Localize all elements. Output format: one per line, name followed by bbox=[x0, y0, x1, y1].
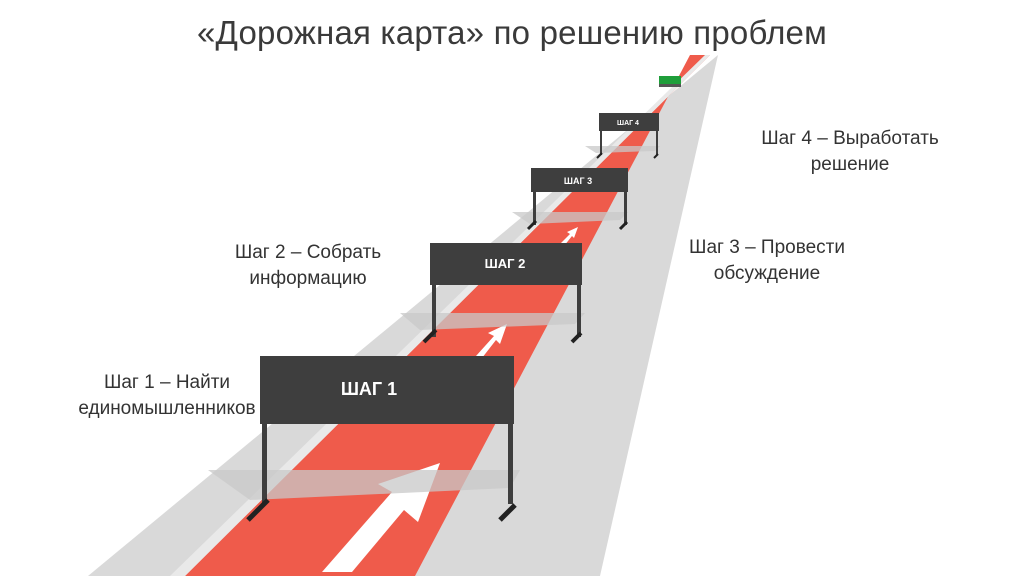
gate-step-1: ШАГ 1 bbox=[208, 356, 520, 522]
step-3-caption: Шаг 3 – Провести обсуждение bbox=[672, 235, 862, 287]
caption-line: информацию bbox=[249, 268, 367, 289]
gate-board bbox=[260, 356, 514, 424]
caption-line: решение bbox=[810, 154, 890, 175]
arrow-up-icon bbox=[560, 227, 578, 246]
gate-board bbox=[531, 168, 628, 192]
caption-line: единомышленников bbox=[78, 398, 256, 419]
caption-line: обсуждение bbox=[713, 263, 821, 284]
gate-label: ШАГ 3 bbox=[564, 176, 592, 186]
gate-board bbox=[430, 243, 582, 285]
gate-label: ШАГ 1 bbox=[341, 379, 397, 399]
gate-label: ШАГ 2 bbox=[485, 256, 526, 271]
step-1-caption: Шаг 1 – Найти единомышленников bbox=[72, 370, 262, 422]
gate-board bbox=[599, 113, 659, 131]
caption-line: Шаг 2 – Собрать bbox=[234, 242, 382, 263]
step-2-caption: Шаг 2 – Собрать информацию bbox=[218, 240, 398, 292]
step-4-caption: Шаг 4 – Выработать решение bbox=[740, 126, 960, 178]
caption-line: Шаг 1 – Найти bbox=[103, 372, 231, 393]
caption-line: Шаг 4 – Выработать bbox=[761, 128, 939, 149]
gate-step-2: ШАГ 2 bbox=[400, 243, 585, 344]
arrow-up-icon bbox=[476, 324, 507, 358]
gate-step-3: ШАГ 3 bbox=[512, 168, 629, 231]
finish-flag-icon bbox=[659, 76, 681, 87]
gate-label: ШАГ 4 bbox=[617, 120, 639, 127]
gate-step-4: ШАГ 4 bbox=[585, 113, 660, 159]
caption-line: Шаг 3 – Провести bbox=[689, 237, 845, 258]
page-title: «Дорожная карта» по решению проблем bbox=[196, 14, 827, 51]
